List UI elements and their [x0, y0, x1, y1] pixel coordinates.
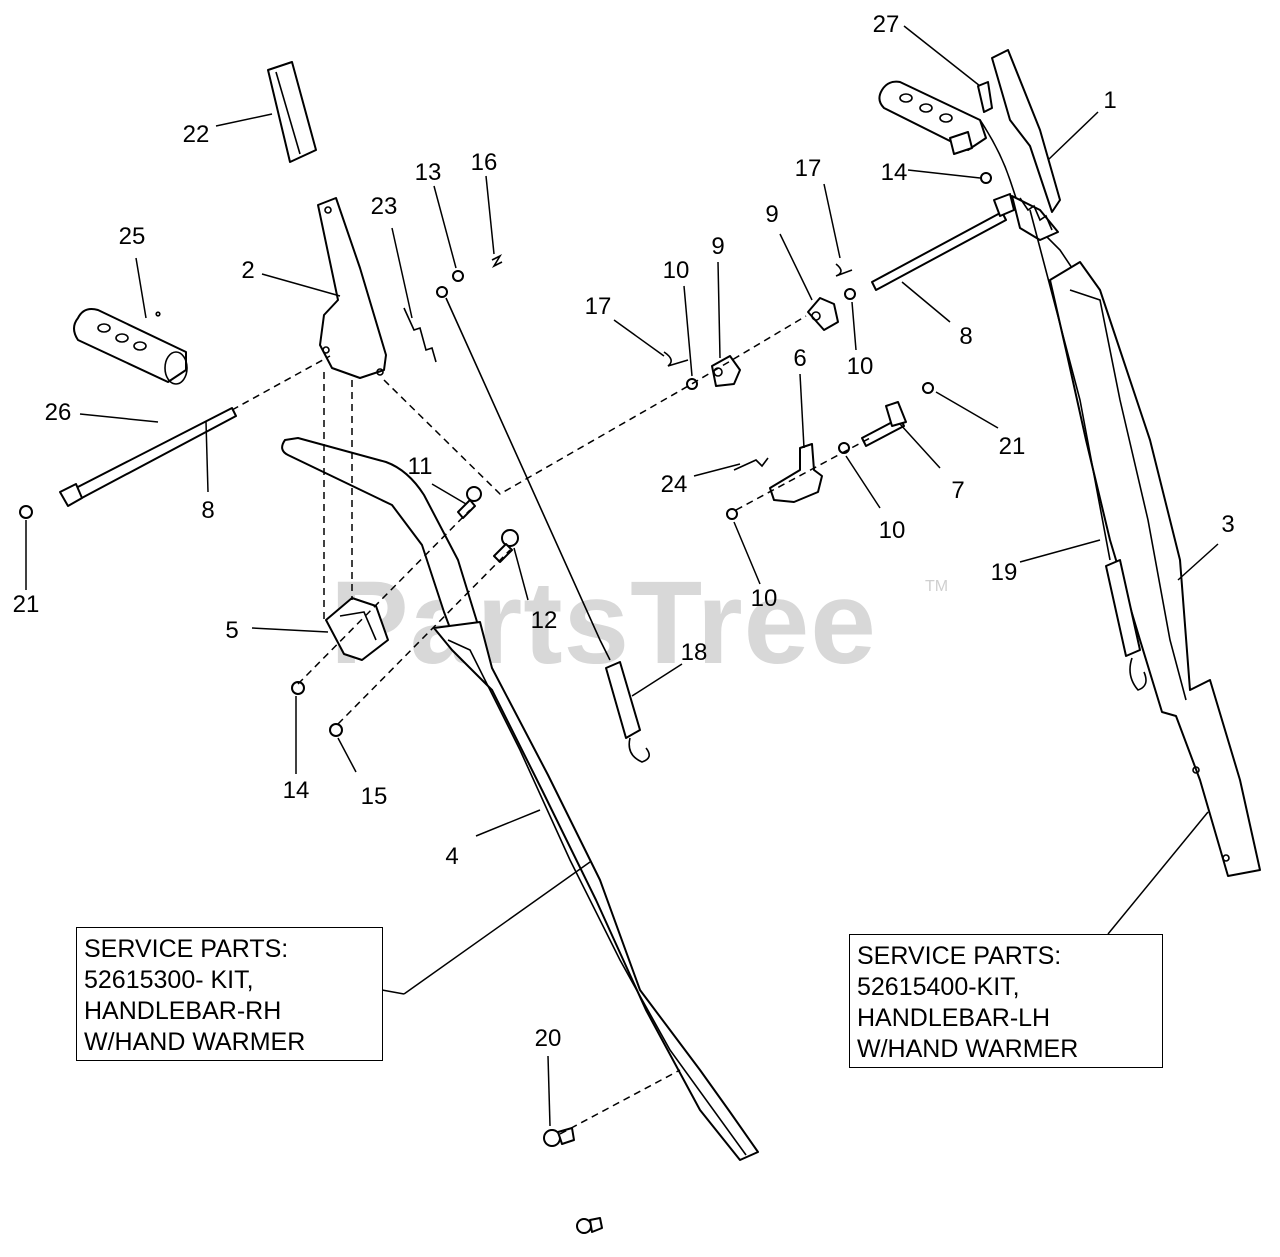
- service-line: SERVICE PARTS:: [84, 935, 289, 963]
- callout-9-left[interactable]: 9: [711, 233, 724, 260]
- callout-20[interactable]: 20: [535, 1025, 562, 1052]
- callout-10-c[interactable]: 10: [879, 517, 906, 544]
- leader-26: [79, 413, 159, 423]
- part-6-latch-bracket[interactable]: [769, 443, 823, 503]
- assembly-lines: [231, 315, 871, 1135]
- service-line: 52615300- KIT,: [84, 966, 254, 994]
- watermark-trademark: TM: [925, 578, 949, 595]
- callout-19[interactable]: 19: [991, 559, 1018, 586]
- part-18-cable[interactable]: [436, 286, 650, 763]
- part-2-bracket[interactable]: [317, 197, 387, 379]
- part-21-bolt-left[interactable]: [19, 505, 33, 519]
- part-10-washer-a[interactable]: [686, 378, 698, 390]
- callout-27[interactable]: 27: [873, 11, 900, 38]
- callout-21-left[interactable]: 21: [13, 591, 40, 618]
- part-9-bushing-right[interactable]: [807, 297, 839, 331]
- part-11-knob[interactable]: [457, 486, 482, 519]
- callout-17-right[interactable]: 17: [795, 155, 822, 182]
- part-19-spring-cable[interactable]: [1029, 209, 1147, 691]
- part-5-switch[interactable]: [325, 597, 389, 661]
- callout-18[interactable]: 18: [681, 639, 708, 666]
- callout-21-right[interactable]: 21: [999, 433, 1026, 460]
- part-22-grip-cap[interactable]: [267, 61, 317, 163]
- service-line: HANDLEBAR-LH: [857, 1004, 1051, 1032]
- callout-14-right[interactable]: 14: [881, 159, 908, 186]
- callout-11[interactable]: 11: [408, 453, 433, 480]
- callout-10-d[interactable]: 10: [751, 585, 778, 612]
- callout-25[interactable]: 25: [119, 223, 146, 250]
- leader-lines: [25, 25, 1219, 1127]
- part-10-washer-d[interactable]: [726, 508, 738, 520]
- part-14-nut-left[interactable]: [291, 681, 305, 695]
- part-17-clip-left[interactable]: [663, 351, 689, 367]
- callout-15[interactable]: 15: [361, 783, 388, 810]
- part-3-handlebar-lh-lower[interactable]: [1049, 261, 1261, 877]
- callout-8-right[interactable]: 8: [959, 323, 972, 350]
- part-24-spring[interactable]: [733, 457, 769, 471]
- callout-14-left[interactable]: 14: [283, 777, 310, 804]
- callout-9-right[interactable]: 9: [765, 201, 778, 228]
- service-parts-box-rh: SERVICE PARTS: 52615300- KIT, HANDLEBAR-…: [76, 927, 383, 1061]
- callout-22[interactable]: 22: [183, 121, 210, 148]
- service-line: W/HAND WARMER: [857, 1035, 1079, 1063]
- part-20-bolt[interactable]: [543, 1127, 575, 1147]
- callout-2[interactable]: 2: [241, 257, 254, 284]
- part-9-bushing-left[interactable]: [711, 355, 741, 387]
- callout-5[interactable]: 5: [225, 617, 238, 644]
- part-16-clip[interactable]: [491, 254, 503, 268]
- part-10-washer-b[interactable]: [844, 288, 856, 300]
- part-4-handlebar-rh[interactable]: [281, 437, 759, 1161]
- callout-1[interactable]: 1: [1103, 87, 1116, 114]
- part-21-bolt-right[interactable]: [922, 382, 934, 394]
- part-17-clip-right[interactable]: [835, 263, 853, 277]
- callout-4[interactable]: 4: [445, 843, 458, 870]
- part-15-nut[interactable]: [329, 723, 343, 737]
- part-7-pin[interactable]: [861, 401, 907, 447]
- watermark: PartsTree: [330, 557, 877, 689]
- callout-3[interactable]: 3: [1221, 511, 1234, 538]
- part-12-knob[interactable]: [493, 529, 519, 563]
- callout-10-a[interactable]: 10: [663, 257, 690, 284]
- part-23-spring[interactable]: [403, 307, 437, 363]
- callout-10-b[interactable]: 10: [847, 353, 874, 380]
- callout-24[interactable]: 24: [661, 471, 688, 498]
- callout-26[interactable]: 26: [45, 399, 72, 426]
- callout-17-left[interactable]: 17: [585, 293, 612, 320]
- bolt-bottom[interactable]: [576, 1217, 603, 1234]
- service-line: HANDLEBAR-RH: [84, 997, 282, 1025]
- callout-16[interactable]: 16: [471, 149, 498, 176]
- part-8-rod-right[interactable]: [871, 193, 1015, 291]
- callout-13[interactable]: 13: [415, 159, 442, 186]
- service-line: 52615400-KIT,: [857, 973, 1020, 1001]
- service-line: W/HAND WARMER: [84, 1028, 306, 1056]
- service-line: SERVICE PARTS:: [857, 942, 1062, 970]
- callout-7[interactable]: 7: [951, 477, 964, 504]
- part-1-handlebar-lh-upper[interactable]: [878, 49, 1101, 301]
- callout-8-left[interactable]: 8: [201, 497, 214, 524]
- part-13-washer[interactable]: [452, 270, 464, 282]
- part-14-nut-right[interactable]: [980, 172, 992, 184]
- part-8-rod-left[interactable]: [59, 407, 237, 507]
- callout-12[interactable]: 12: [531, 607, 558, 634]
- callout-23[interactable]: 23: [371, 193, 398, 220]
- callout-6[interactable]: 6: [793, 345, 806, 372]
- part-25-hand-grip[interactable]: [73, 308, 188, 385]
- service-parts-box-lh: SERVICE PARTS: 52615400-KIT, HANDLEBAR-L…: [849, 934, 1163, 1068]
- callouts: 22 2 25 26 8 21 23 13 16 11 5 12 18 14 1…: [13, 11, 1235, 1052]
- part-27-bolt[interactable]: [977, 81, 993, 113]
